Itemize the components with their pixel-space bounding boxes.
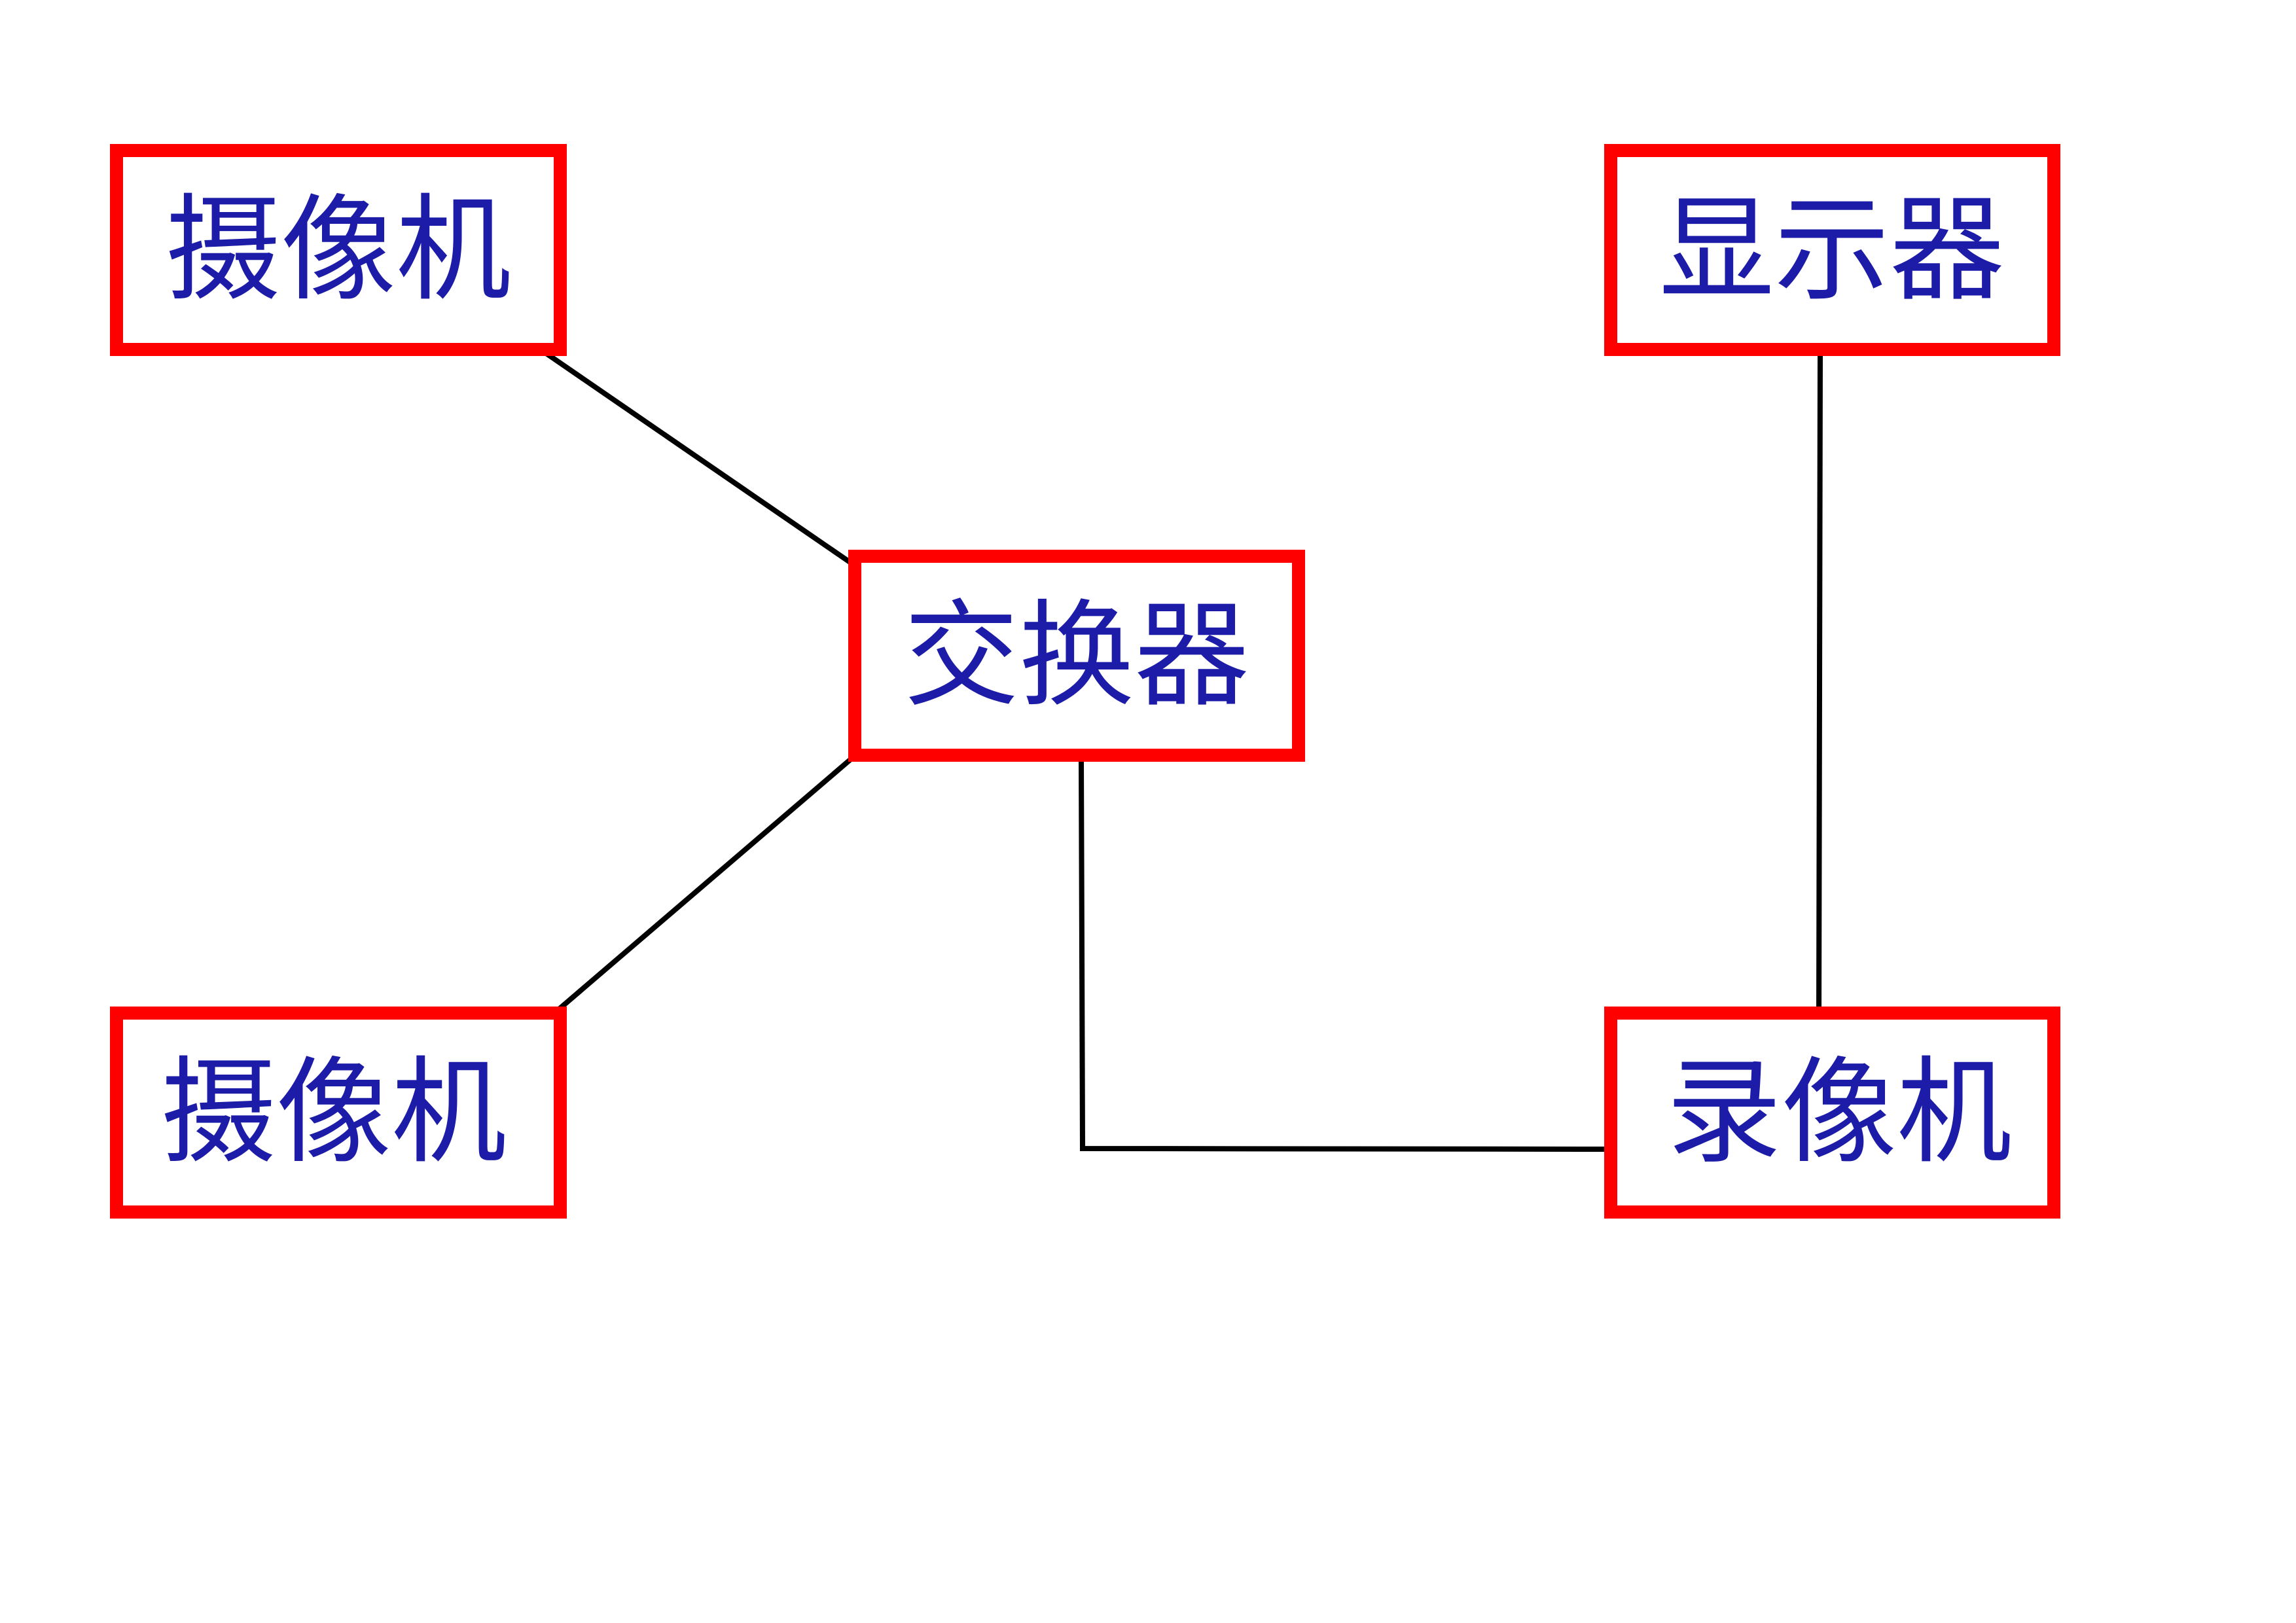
- node-switcher-box: [848, 550, 1305, 762]
- node-monitor[interactable]: 显示器: [1604, 144, 2060, 356]
- node-recorder-box: [1604, 1007, 2060, 1219]
- node-camera-top-box: [110, 144, 567, 356]
- node-switcher[interactable]: 交换器: [848, 550, 1305, 762]
- node-recorder-label: 录像机: [1666, 1046, 2012, 1180]
- connector-camera-top-to-switcher: [533, 343, 855, 567]
- node-monitor-box: [1604, 144, 2060, 356]
- connectors: [533, 343, 1823, 1152]
- node-camera-bottom-label: 摄像机: [161, 1046, 507, 1180]
- node-camera-bottom[interactable]: 摄像机: [110, 1007, 567, 1219]
- node-camera-bottom-box: [110, 1007, 567, 1219]
- node-switcher-label: 交换器: [904, 589, 1249, 723]
- connector-switcher-to-recorder: [1078, 756, 1608, 1152]
- node-recorder[interactable]: 录像机: [1604, 1007, 2060, 1219]
- node-monitor-label: 显示器: [1659, 183, 2005, 317]
- connector-monitor-to-recorder: [1816, 355, 1823, 1018]
- node-camera-top[interactable]: 摄像机: [110, 144, 567, 356]
- node-camera-top-label: 摄像机: [166, 183, 511, 317]
- connector-camera-bottom-to-switcher: [537, 755, 855, 1029]
